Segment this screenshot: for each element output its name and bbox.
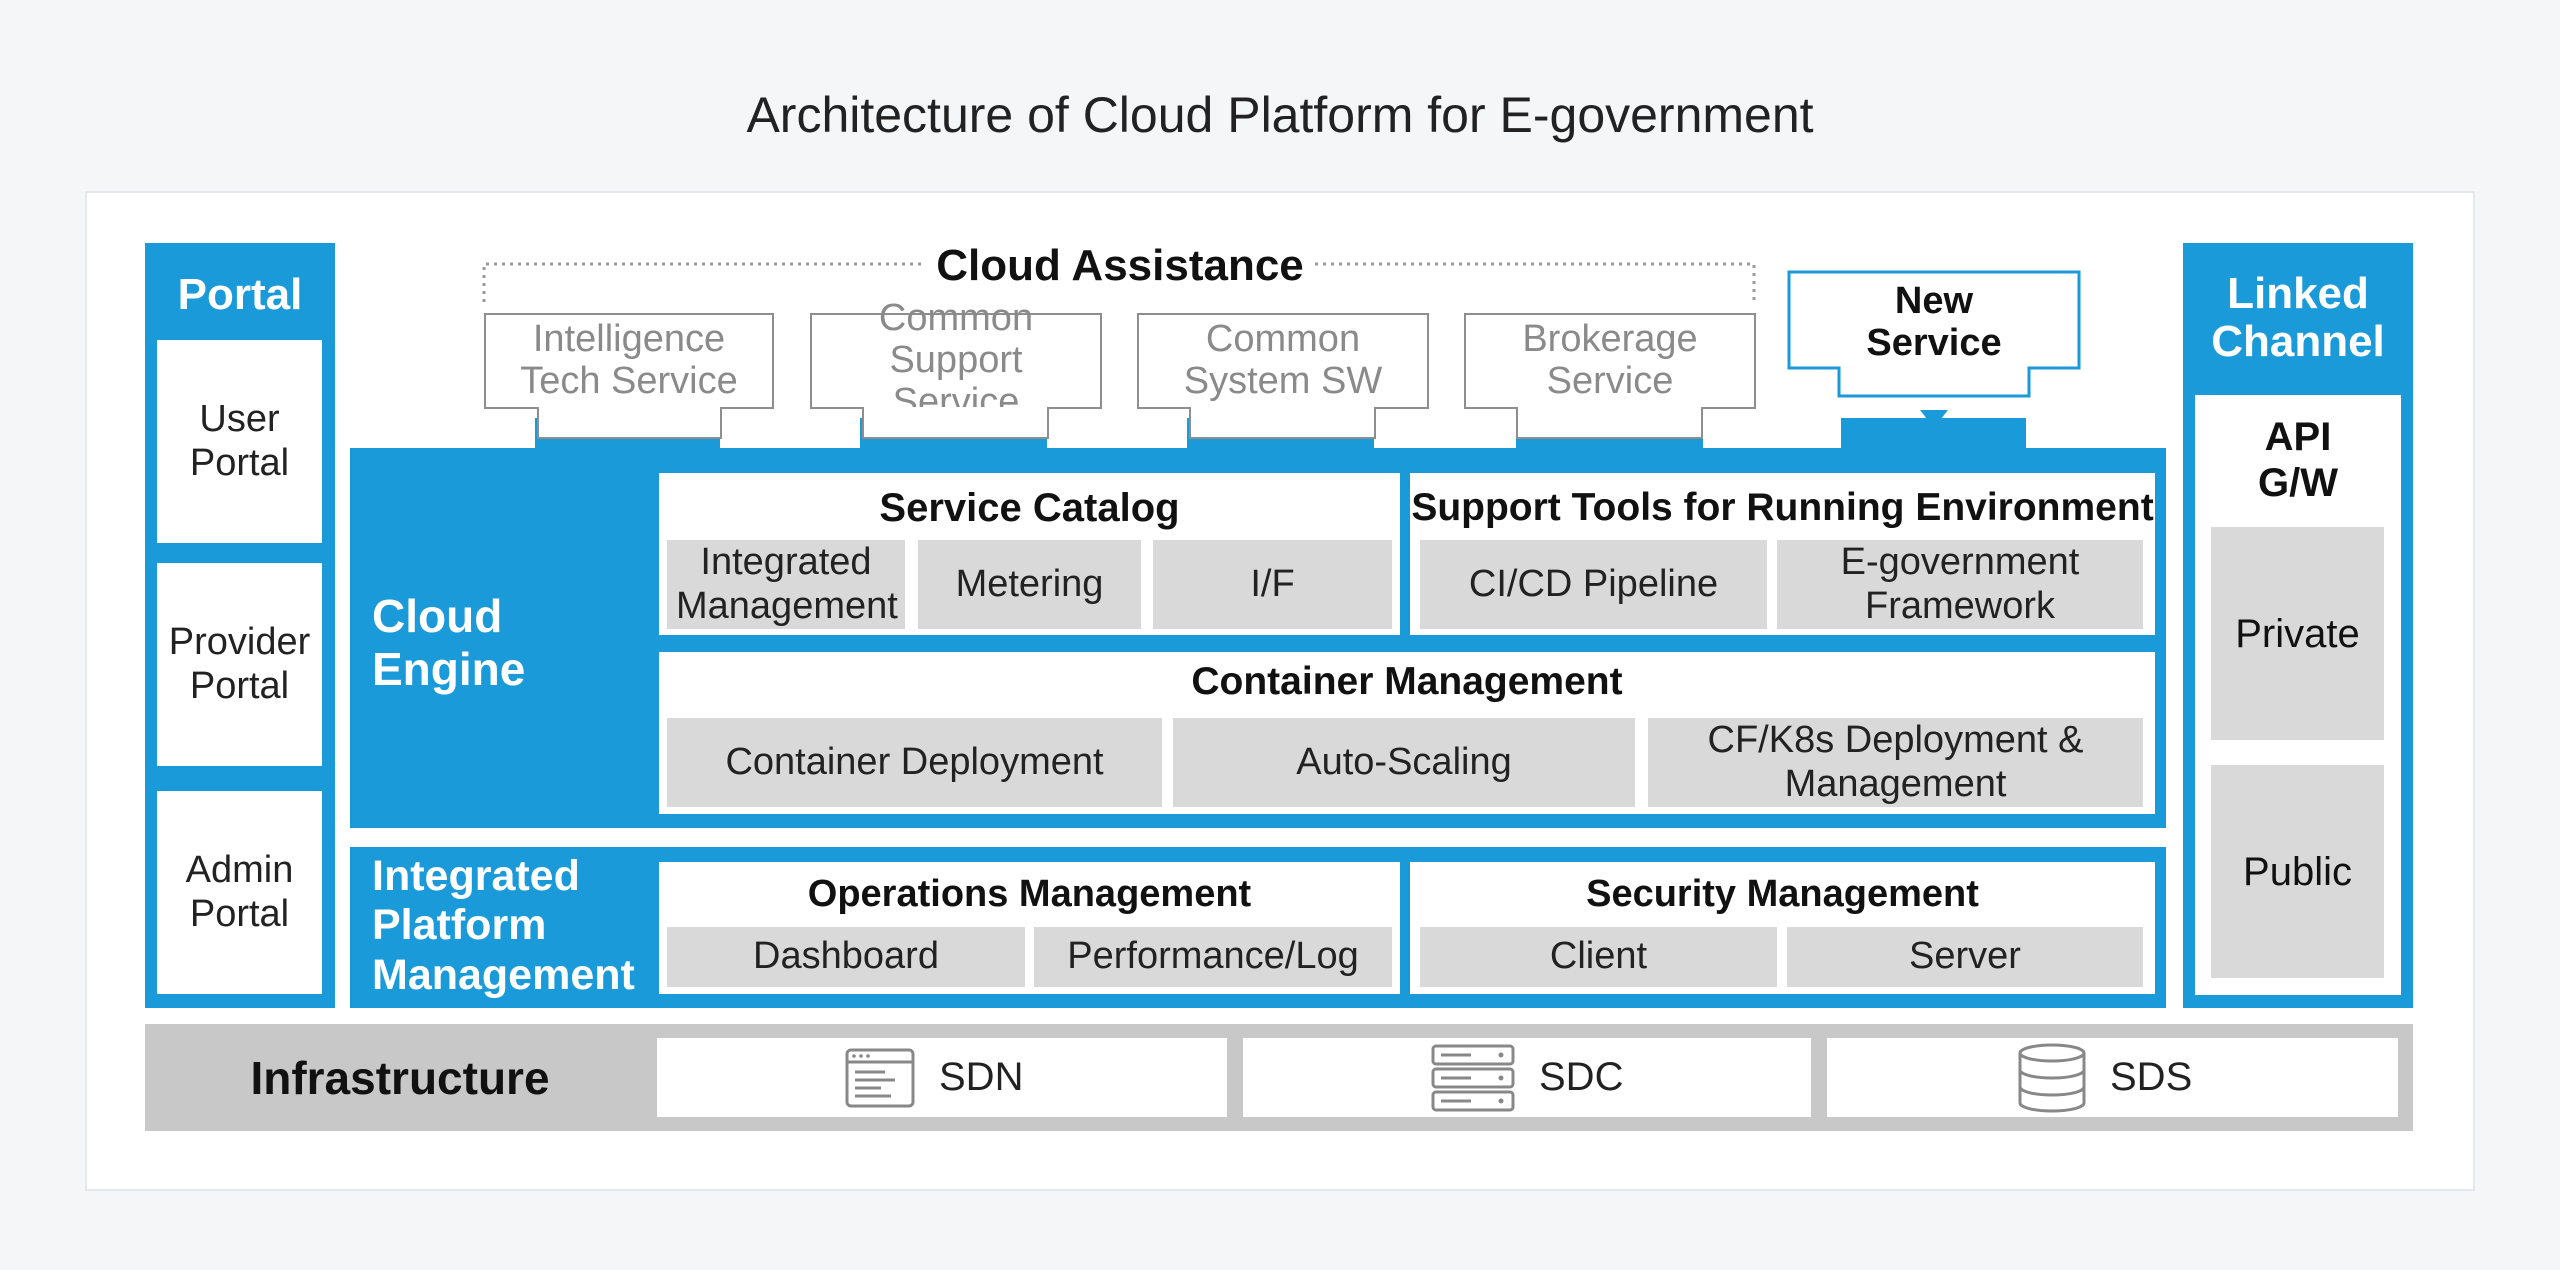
integrated-platform-title: Integrated Platform Management bbox=[372, 852, 635, 999]
network-window-icon bbox=[845, 1048, 915, 1108]
new-service-outline bbox=[1787, 270, 2081, 398]
infra-item-sdn: SDN bbox=[657, 1038, 1227, 1117]
container-item-deployment: Container Deployment bbox=[667, 718, 1162, 807]
database-icon bbox=[2018, 1043, 2086, 1113]
service-catalog-title: Service Catalog bbox=[879, 485, 1180, 530]
container-item-cfk8s: CF/K8s Deployment & Management bbox=[1648, 718, 2143, 807]
catalog-item-metering: Metering bbox=[918, 540, 1141, 629]
container-management-title: Container Management bbox=[1191, 660, 1623, 703]
infra-label-sdc: SDC bbox=[1539, 1055, 1624, 1099]
new-service-arrow-icon bbox=[1920, 410, 1948, 428]
channel-item-public: Public bbox=[2211, 765, 2384, 978]
notch-3 bbox=[1047, 418, 1187, 448]
support-tools-title: Support Tools for Running Environment bbox=[1411, 486, 2154, 529]
portal-item-provider: Provider Portal bbox=[157, 563, 322, 766]
notch-4 bbox=[1374, 418, 1516, 448]
cloud-engine-title: Cloud Engine bbox=[372, 590, 526, 695]
linked-channel-title: Linked Channel bbox=[2211, 269, 2385, 366]
page-title: Architecture of Cloud Platform for E-gov… bbox=[746, 87, 1814, 143]
assistance-service-intelligence: Intelligence Tech Service bbox=[484, 313, 774, 409]
notch-2 bbox=[720, 418, 860, 448]
security-title: Security Management bbox=[1586, 872, 1979, 915]
cloud-assistance-title: Cloud Assistance bbox=[936, 241, 1304, 290]
operations-item-performance: Performance/Log bbox=[1034, 927, 1392, 987]
operations-title: Operations Management bbox=[807, 872, 1252, 915]
tab-nub-2 bbox=[862, 407, 1049, 439]
support-item-framework: E-government Framework bbox=[1777, 540, 2143, 629]
security-item-client: Client bbox=[1420, 927, 1777, 987]
infra-item-sdc: SDC bbox=[1243, 1038, 1811, 1117]
notch-6 bbox=[2026, 418, 2166, 448]
operations-item-dashboard: Dashboard bbox=[667, 927, 1025, 987]
infra-label-sdn: SDN bbox=[939, 1055, 1024, 1099]
portal-item-user: User Portal bbox=[157, 340, 322, 543]
security-item-server: Server bbox=[1787, 927, 2143, 987]
assistance-service-common-support: Common Support Service bbox=[810, 297, 1102, 423]
tab-nub-4 bbox=[1516, 407, 1703, 439]
notch-1 bbox=[350, 418, 535, 448]
assistance-service-brokerage: Brokerage Service bbox=[1464, 313, 1756, 409]
container-item-autoscaling: Auto-Scaling bbox=[1173, 718, 1635, 807]
tab-nub-1 bbox=[537, 407, 722, 439]
tab-nub-3 bbox=[1189, 407, 1376, 439]
catalog-item-integrated: Integrated Management bbox=[667, 540, 905, 629]
new-service-label: New Service bbox=[1866, 280, 2002, 364]
portal-item-admin: Admin Portal bbox=[157, 791, 322, 994]
catalog-item-if: I/F bbox=[1153, 540, 1392, 629]
support-item-cicd: CI/CD Pipeline bbox=[1420, 540, 1767, 629]
channel-item-private: Private bbox=[2211, 527, 2384, 740]
new-service-box: New Service bbox=[1787, 270, 2081, 398]
infra-label-sds: SDS bbox=[2110, 1055, 2193, 1099]
portal-title: Portal bbox=[177, 270, 303, 319]
assistance-service-common-system: Common System SW bbox=[1137, 313, 1429, 409]
notch-5 bbox=[1703, 418, 1841, 448]
infra-item-sds: SDS bbox=[1827, 1038, 2398, 1117]
server-stack-icon bbox=[1431, 1044, 1515, 1112]
api-gateway-label: API G/W bbox=[2258, 415, 2338, 505]
infrastructure-title: Infrastructure bbox=[250, 1051, 550, 1104]
